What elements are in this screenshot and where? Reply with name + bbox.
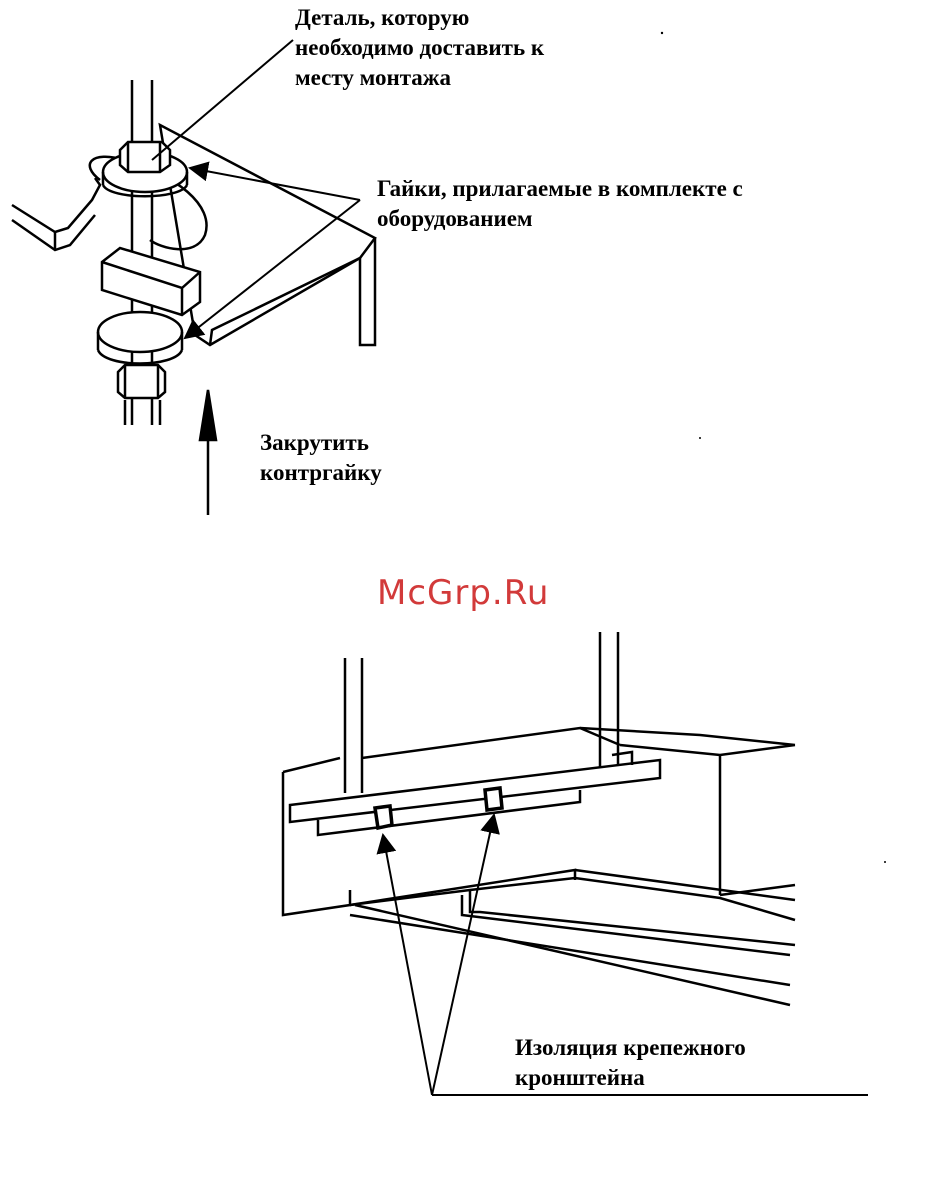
callout-bracket-insulation: Изоляция крепежного кронштейна	[515, 1033, 746, 1093]
callout-tighten-locknut: Закрутить контргайку	[260, 428, 382, 488]
callout-part-to-mount: Деталь, которую необходимо доставить к м…	[295, 3, 544, 93]
unit-side-box	[580, 728, 795, 895]
grommet-left	[375, 806, 392, 828]
lower-washer	[98, 312, 182, 352]
unit-body-diagram	[283, 632, 868, 1095]
callout-line: месту монтажа	[295, 63, 544, 93]
watermark-text: McGrp.Ru	[377, 573, 549, 613]
callout-line: Изоляция крепежного	[515, 1033, 746, 1063]
callout-line: Деталь, которую	[295, 3, 544, 33]
callout-line: контргайку	[260, 458, 382, 488]
scan-specks	[661, 32, 886, 863]
callout-line: необходимо доставить к	[295, 33, 544, 63]
leader-insulation-right	[432, 815, 494, 1095]
grommet-right	[485, 788, 502, 810]
mounting-bracket	[160, 125, 375, 345]
callout-line: кронштейна	[515, 1063, 746, 1093]
lower-frame	[350, 878, 795, 920]
callout-line: Гайки, прилагаемые в комплекте с	[377, 174, 743, 204]
callout-line: оборудованием	[377, 204, 743, 234]
callout-supplied-nuts: Гайки, прилагаемые в комплекте с оборудо…	[377, 174, 743, 234]
leader-part	[152, 40, 293, 160]
leader-insulation-left	[383, 835, 432, 1095]
unit-front-panel	[283, 772, 350, 915]
callout-line: Закрутить	[260, 428, 382, 458]
